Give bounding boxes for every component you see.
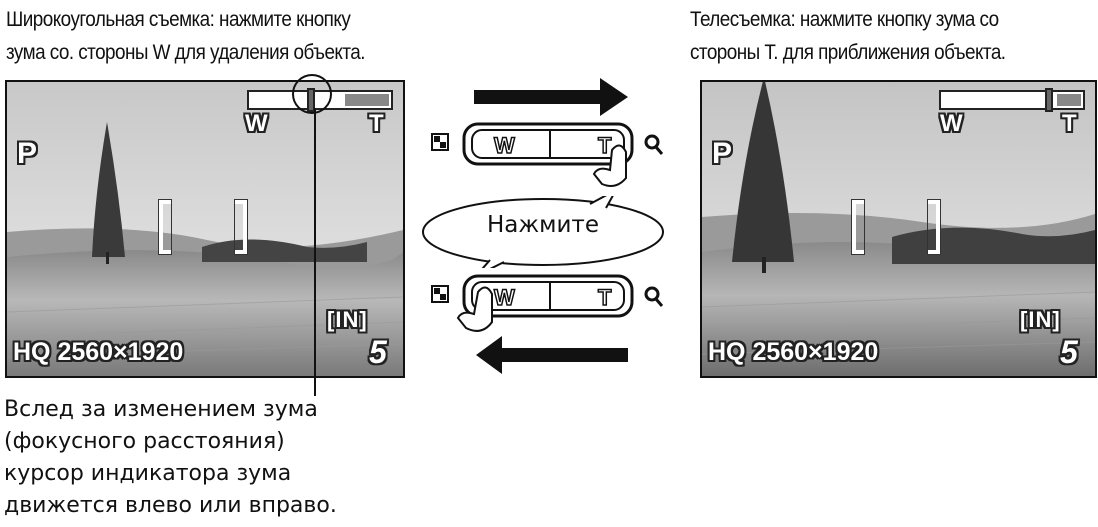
arrow-right-icon — [474, 78, 628, 116]
zoom-button-diagram: W T W T — [431, 78, 664, 374]
image-quality-label: HQ 2560×1920 — [13, 338, 184, 366]
telephoto-caption: Телесъемка: нажмите кнопку зума со сторо… — [690, 3, 1006, 69]
press-speech-bubble — [422, 196, 664, 268]
magnifier-icon — [644, 286, 664, 307]
svg-text:T: T — [598, 285, 612, 310]
zoom-cursor — [1045, 88, 1053, 112]
zoom-w-label: W — [245, 110, 268, 137]
shots-remaining: 5 — [369, 334, 387, 370]
memory-indicator: [IN] — [327, 307, 368, 332]
caption-line: Телесъемка: нажмите кнопку зума со — [690, 8, 999, 31]
press-label: Нажмите — [487, 212, 599, 238]
landscape-scene — [7, 82, 403, 376]
callout-line — [314, 108, 316, 396]
program-mode-label: P — [712, 137, 733, 170]
wide-angle-caption: Широкоугольная съемка: нажмите кнопку зу… — [6, 3, 365, 69]
magnifier-icon — [644, 134, 664, 155]
caption-line: Широкоугольная съемка: нажмите кнопку — [6, 8, 351, 31]
zoom-lever-bottom: W T — [431, 274, 664, 332]
zoom-indicator-bar — [939, 88, 1085, 112]
af-target-frame — [158, 199, 248, 255]
zoom-range-fill — [1057, 94, 1081, 106]
checker-grid-icon — [431, 285, 449, 303]
svg-text:W: W — [494, 133, 515, 158]
svg-text:T: T — [598, 133, 612, 158]
zoom-range-fill — [345, 94, 389, 106]
shots-remaining: 5 — [1060, 334, 1078, 370]
note-line: курсор индикатора зума — [4, 461, 292, 486]
zoom-cursor-note: Вслед за изменением зума (фокусного расс… — [4, 394, 337, 522]
note-line: движется влево или вправо. — [4, 493, 337, 518]
program-mode-label: P — [17, 137, 38, 170]
note-line: Вслед за изменением зума — [4, 397, 318, 422]
af-target-frame — [851, 199, 941, 255]
wide-angle-screen: P W T [IN] 5 HQ 2560×1920 — [5, 80, 405, 378]
landscape-scene-zoomed — [702, 82, 1095, 376]
zoom-lever-top: W T — [431, 122, 664, 187]
zoom-t-label: T — [1062, 110, 1077, 137]
zoom-w-label: W — [940, 110, 963, 137]
checker-grid-icon — [431, 133, 449, 151]
caption-line: зума со. стороны W для удаления объекта. — [6, 41, 365, 64]
arrow-left-icon — [476, 336, 628, 374]
note-line: (фокусного расстояния) — [4, 429, 285, 454]
memory-indicator: [IN] — [1020, 307, 1061, 332]
zoom-cursor-highlight-circle — [292, 74, 332, 114]
svg-text:W: W — [494, 285, 515, 310]
telephoto-screen: P W T [IN] 5 HQ 2560×1920 — [700, 80, 1097, 378]
image-quality-label: HQ 2560×1920 — [708, 338, 879, 366]
zoom-t-label: T — [369, 110, 384, 137]
caption-line: стороны Т. для приближения объекта. — [690, 41, 1006, 64]
